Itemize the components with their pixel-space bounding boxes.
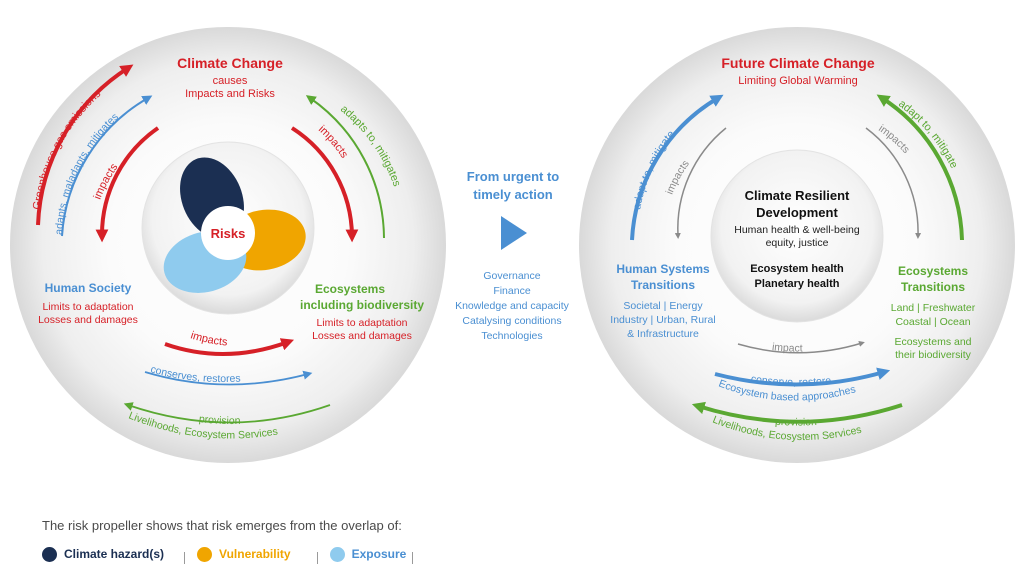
greenhouse-arrow [36,64,134,226]
crd-line-1: Human health & well-being [734,224,860,236]
middle-item: Finance [493,285,531,297]
vulnerability-dot [197,546,213,562]
impact-gray-arrow [737,341,865,354]
ecosystems-transitions-title-2: Transitions [901,280,965,294]
ecosystems-title-2: including biodiversity [300,298,424,312]
legend-separator [316,552,318,564]
human-society-line-1: Limits to adaptation [42,301,133,313]
risks-hub [201,206,255,260]
climate-hazard-label: Climate hazard(s) [64,547,165,561]
crd-title-2: Development [756,205,838,220]
adapt-right-arrow [876,94,964,241]
human-systems-line-2: Industry | Urban, Rural [610,314,715,326]
ecosystems-transitions-line-2: Coastal | Ocean [895,316,970,328]
provision-right-arrow [691,401,903,424]
climate-hazard-dot [42,546,57,562]
middle-item: Technologies [481,330,542,342]
climate-change-title: Climate Change [177,55,283,71]
adapts-maladapts-arrow [61,95,153,237]
ecosystems-line-2: Losses and damages [312,330,412,342]
ecosystems-title-1: Ecosystems [315,282,385,296]
provision-label: provision [198,413,241,427]
crd-line-2: equity, justice [766,237,829,249]
provision-right-label: provision [775,416,818,429]
legend-intro: The risk propeller shows that risk emerg… [42,518,402,533]
middle-title-2: timely action [473,187,553,202]
human-systems-line-1: Societal | Energy [623,300,703,312]
future-climate-subtitle: Limiting Global Warming [738,75,857,87]
human-society-title: Human Society [45,281,132,295]
conserve-label: conserve, restore [750,373,832,389]
impact-gray-label: impact [771,341,802,354]
crd-line-3: Ecosystem health [750,263,844,275]
legend-separator [412,552,414,564]
conserves-arrow [144,370,313,386]
impacts-left-arrow [95,126,160,243]
crd-title-1: Climate Resilient [745,188,850,203]
future-climate-title: Future Climate Change [721,55,874,71]
impacts-right-arrow [290,126,359,243]
impacts-gray-right-arrow [865,127,922,239]
human-systems-line-3: & Infrastructure [627,328,699,340]
ecosystems-transitions-line-4: their biodiversity [895,349,972,361]
human-systems-title-2: Transitions [631,278,695,292]
risks-label: Risks [211,226,246,241]
legend: Climate hazard(s) Vulnerability Exposure [42,544,425,564]
human-society-line-2: Losses and damages [38,314,138,326]
legend-separator [184,552,186,564]
climate-change-subtitle-2: Impacts and Risks [185,88,275,100]
ecosystems-transitions-line-3: Ecosystems and [894,336,971,348]
middle-play-arrow [501,216,527,250]
impacts-bottom-arrow [164,338,295,356]
exposure-dot [329,546,345,562]
exposure-label: Exposure [351,547,407,561]
human-systems-title-1: Human Systems [616,262,710,276]
ecosystems-transitions-line-1: Land | Freshwater [891,302,976,314]
impacts-gray-left-arrow [674,127,727,239]
adapt-left-arrow [630,94,724,241]
middle-item: Governance [483,270,540,282]
crd-line-4: Planetary health [755,278,840,290]
middle-item: Knowledge and capacity [455,300,570,312]
middle-title-1: From urgent to [467,169,559,184]
climate-change-subtitle-1: causes [213,75,248,87]
ecosystems-line-1: Limits to adaptation [316,317,407,329]
conserve-arrow [714,367,891,387]
middle-item: Catalysing conditions [462,315,561,327]
vulnerability-label: Vulnerability [219,547,291,561]
provision-arrow [123,402,331,424]
adapts-mitigates-arrow [305,95,385,239]
crd-center-disk [710,149,884,323]
ecosystems-transitions-title-1: Ecosystems [898,264,968,278]
